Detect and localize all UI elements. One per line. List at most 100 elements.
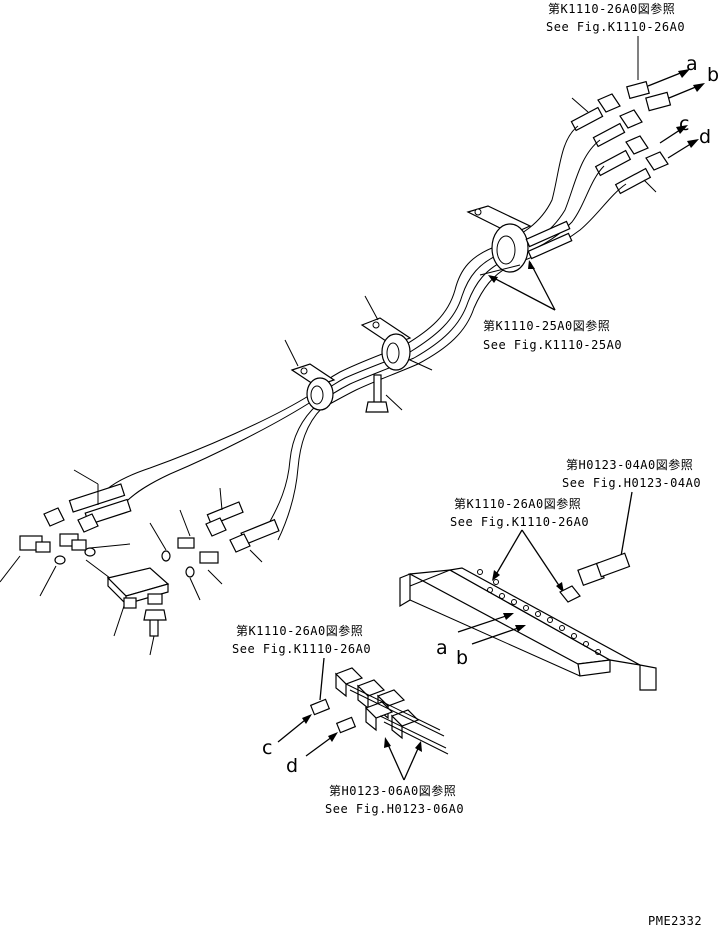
bracket-fit-arrowhead-2 xyxy=(556,582,564,593)
leader-left-8 xyxy=(207,569,223,585)
oring-4 xyxy=(185,566,195,578)
bracket-fit-ref-jp: 第K1110-26A0図参照 xyxy=(454,496,581,511)
leader-mid-1 xyxy=(364,295,379,321)
lower-fig-arrowhead-2 xyxy=(415,741,422,752)
label-a-top: a xyxy=(686,53,698,75)
bracket-fitting-hose xyxy=(595,552,631,578)
lower-pipe-2 xyxy=(349,689,445,737)
valve-port xyxy=(123,597,137,609)
clamp-bolt-upper xyxy=(479,264,521,276)
clamp-tube-2 xyxy=(527,232,573,260)
nut-mid-1 xyxy=(205,517,227,537)
hose-end-left-1 xyxy=(68,483,126,513)
bracket-arrow-a xyxy=(457,613,513,633)
hose-sleeve-1 xyxy=(570,106,604,132)
clamp-inner-mid xyxy=(386,342,400,364)
top-hose-ends xyxy=(570,93,669,195)
hose-nut-1 xyxy=(597,93,621,113)
hose-line-16 xyxy=(277,407,323,541)
lower-fig-arrowhead-1 xyxy=(384,737,391,748)
lower-fit-ref-jp: 第K1110-26A0図参照 xyxy=(236,623,363,638)
lower-fitting-d xyxy=(335,716,357,734)
arrow-b-head xyxy=(693,83,705,92)
hose-sleeve-3 xyxy=(594,149,632,177)
bracket-arrowhead-a xyxy=(503,613,514,620)
leader-mid-3 xyxy=(385,394,403,411)
leader-top-2 xyxy=(643,179,657,193)
bracket-hole-11 xyxy=(477,569,483,575)
lower-fit-ref-en: See Fig.K1110-26A0 xyxy=(232,642,371,656)
valve-bolt-head xyxy=(143,609,167,621)
clamp-hole-mid xyxy=(372,321,380,329)
drawing-code: PME2332 xyxy=(648,914,702,928)
lower-fitting-c xyxy=(309,698,331,716)
bracket-nut xyxy=(559,585,581,603)
bracket-fig-ref-en: See Fig.H0123-04A0 xyxy=(562,476,701,490)
adapter-mid-2 xyxy=(199,551,219,564)
bracket-assembly: 第H0123-04A0図参照 See Fig.H0123-04A0 第K1110… xyxy=(399,457,701,691)
lower-pipe-4 xyxy=(383,721,449,755)
top-right-ref-jp: 第K1110-26A0図参照 xyxy=(548,1,675,16)
elbow-left-2-stub xyxy=(71,539,87,551)
lower-fig-arrow-2 xyxy=(403,743,421,781)
top-right-ref-en: See Fig.K1110-26A0 xyxy=(546,20,685,34)
bracket-hole-3 xyxy=(511,599,517,605)
nut-mid-2 xyxy=(229,533,251,553)
leader-left-10 xyxy=(113,605,125,637)
leader-left-9 xyxy=(189,577,201,601)
block-4-side xyxy=(365,706,377,732)
bracket-fit-arrow-1 xyxy=(493,529,523,579)
hose-line-12 xyxy=(321,363,419,409)
hose-sleeve-4 xyxy=(614,167,652,195)
hose-line-5 xyxy=(404,244,501,346)
bracket-end-right xyxy=(639,664,657,691)
hose-line-14 xyxy=(117,399,315,513)
bracket-front xyxy=(577,659,611,677)
bracket-bottom-edge xyxy=(409,599,581,677)
leader-left-3 xyxy=(0,555,21,583)
label-b-top: b xyxy=(707,64,719,86)
fitting-a xyxy=(626,80,650,100)
leader-left-6 xyxy=(149,522,167,551)
lower-pipe-1 xyxy=(345,683,441,731)
label-b-bracket: b xyxy=(456,647,468,669)
clamp-bolt-head-mid xyxy=(365,401,389,413)
bracket-end-left xyxy=(399,573,411,608)
clamp-inner-upper xyxy=(496,235,516,265)
bracket-hole-5 xyxy=(535,611,541,617)
label-c-lower: c xyxy=(262,737,272,759)
hose-line-7 xyxy=(413,257,511,359)
bracket-fig-leader xyxy=(619,491,633,563)
lower-clamp xyxy=(284,339,336,411)
arrow-d-head xyxy=(687,139,699,148)
bracket-arrow-b xyxy=(471,625,525,645)
hose-line-15 xyxy=(264,403,319,531)
clamp-arrow-2 xyxy=(529,261,556,311)
block-1-side xyxy=(335,672,347,698)
nut-left-2 xyxy=(77,513,99,533)
left-fittings xyxy=(0,469,280,656)
arrow-a-head xyxy=(678,69,690,78)
lower-fit-leader xyxy=(319,657,325,701)
bracket-fit-arrow-2 xyxy=(521,529,563,591)
bracket-flange xyxy=(448,567,641,666)
hose-line-13 xyxy=(94,394,311,506)
hose-nut-2 xyxy=(619,109,643,129)
leader-top-1 xyxy=(571,97,589,113)
leader-mid-2 xyxy=(409,359,433,371)
clamp-hole-upper xyxy=(474,208,482,216)
bracket-hole-12 xyxy=(493,579,499,585)
lower-arrowhead-d xyxy=(328,732,338,742)
leader-mid-b xyxy=(249,549,263,563)
elbow-left-stub xyxy=(35,541,51,553)
leader-low-1 xyxy=(284,339,299,367)
bracket-hole-1 xyxy=(487,587,493,593)
leader-left-1 xyxy=(73,469,99,485)
valve-pipe xyxy=(85,559,111,579)
lower-fig-ref-jp: 第H0123-06A0図参照 xyxy=(329,783,456,798)
block-5-side xyxy=(391,714,403,740)
bracket-hole-6 xyxy=(547,617,553,623)
clamp-hole-low xyxy=(300,367,308,375)
oring-2 xyxy=(84,547,96,557)
